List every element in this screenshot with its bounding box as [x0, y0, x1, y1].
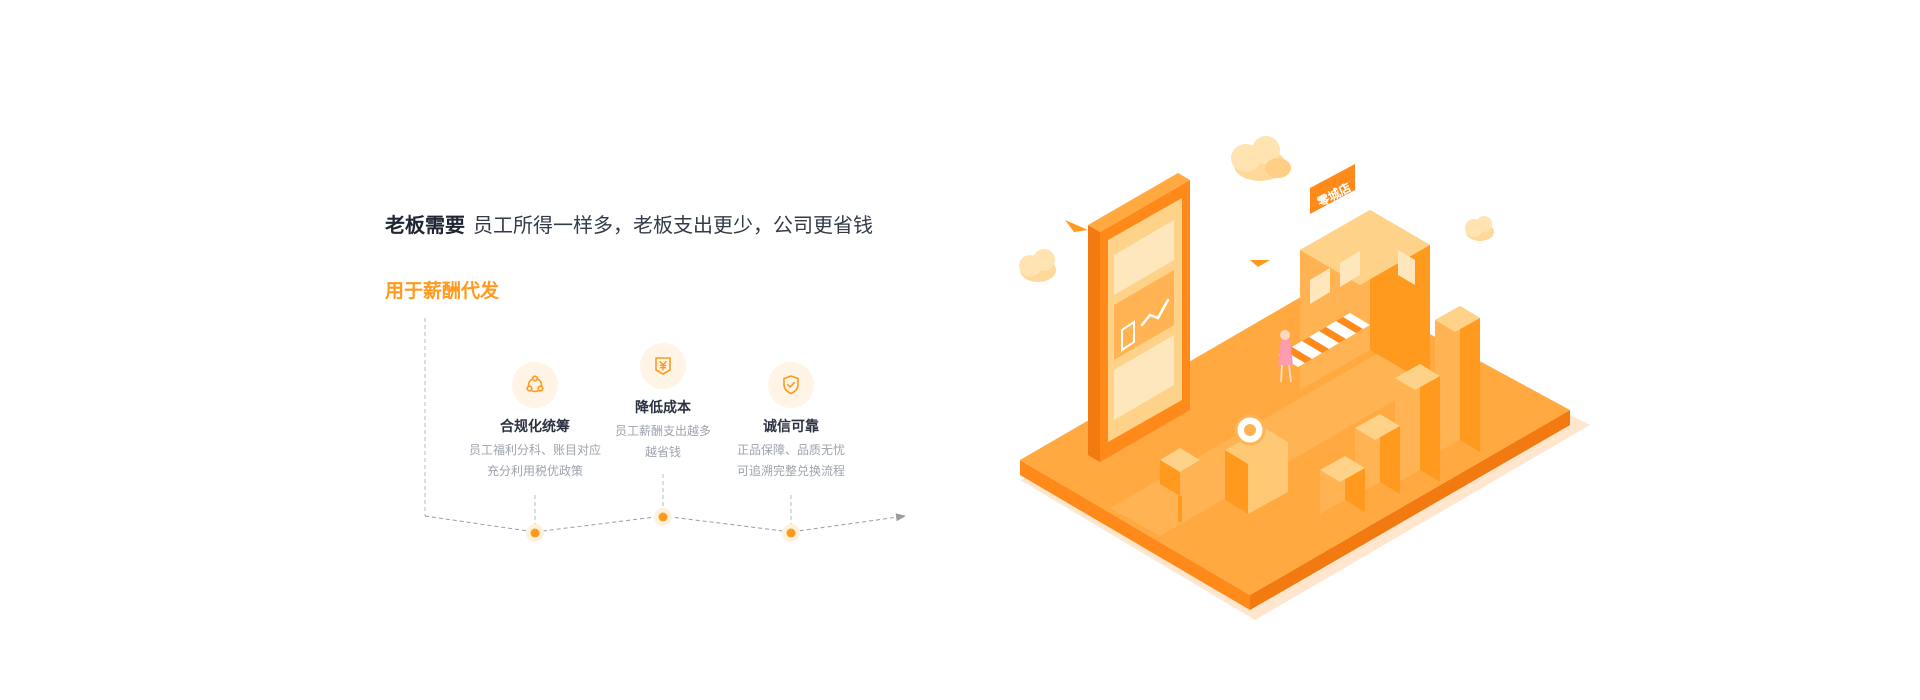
feature-desc-line1: 正品保障、品质无忧 [736, 443, 845, 457]
shield-check-icon [768, 362, 814, 408]
feature-desc-line2: 充分利用税优政策 [486, 464, 583, 478]
yen-icon [640, 343, 686, 389]
headline-strong: 老板需要 [385, 213, 465, 237]
shop-building: 零城店 [1278, 164, 1430, 390]
timeline-dot-3-halo [782, 524, 800, 542]
timeline-dot-1-halo [526, 524, 544, 542]
feature-desc-line1: 员工福利分科、账目对应 [468, 443, 601, 457]
feature-title: 降低成本 [635, 400, 691, 416]
kiosk-illustration [1225, 414, 1288, 514]
feature-compliance: 合规化统筹 员工福利分科、账目对应 充分利用税优政策 [460, 362, 610, 482]
paper-plane-icon [1065, 220, 1088, 232]
timeline-path [424, 513, 906, 533]
isometric-shop-illustration: 零城店 [1019, 136, 1590, 620]
feature-desc-line1: 员工薪酬支出越多 [614, 424, 711, 438]
phone-illustration [1088, 173, 1190, 462]
timeline-dot-2 [658, 512, 668, 522]
lamp-illustration [1160, 448, 1200, 522]
subtitle: 用于薪酬代发 [385, 280, 500, 302]
timeline-dot-1 [530, 528, 540, 538]
feature-cost-reduction: 降低成本 员工薪酬支出越多 越省钱 [588, 343, 738, 463]
timeline-dot-2-halo [654, 508, 672, 526]
timeline-dot-3 [786, 528, 796, 538]
feature-reliability: 诚信可靠 正品保障、品质无忧 可追溯完整兑换流程 [716, 362, 866, 482]
cloud-icon [1465, 216, 1494, 241]
feature-title: 诚信可靠 [763, 419, 819, 435]
person-illustration [1278, 330, 1293, 383]
feature-desc-line2: 可追溯完整兑换流程 [736, 464, 845, 478]
feature-title: 合规化统筹 [500, 419, 570, 435]
headline-text: 员工所得一样多，老板支出更少，公司更省钱 [473, 213, 873, 237]
feature-desc-line2: 越省钱 [644, 445, 681, 459]
bar-blocks [1320, 306, 1480, 514]
cloud-icon [1019, 249, 1056, 282]
platform [1020, 460, 1250, 610]
paper-plane-icon [1250, 260, 1270, 267]
cloud-icon [1231, 136, 1291, 181]
headline: 老板需要员工所得一样多，老板支出更少，公司更省钱 [385, 209, 873, 241]
share-icon [512, 362, 558, 408]
